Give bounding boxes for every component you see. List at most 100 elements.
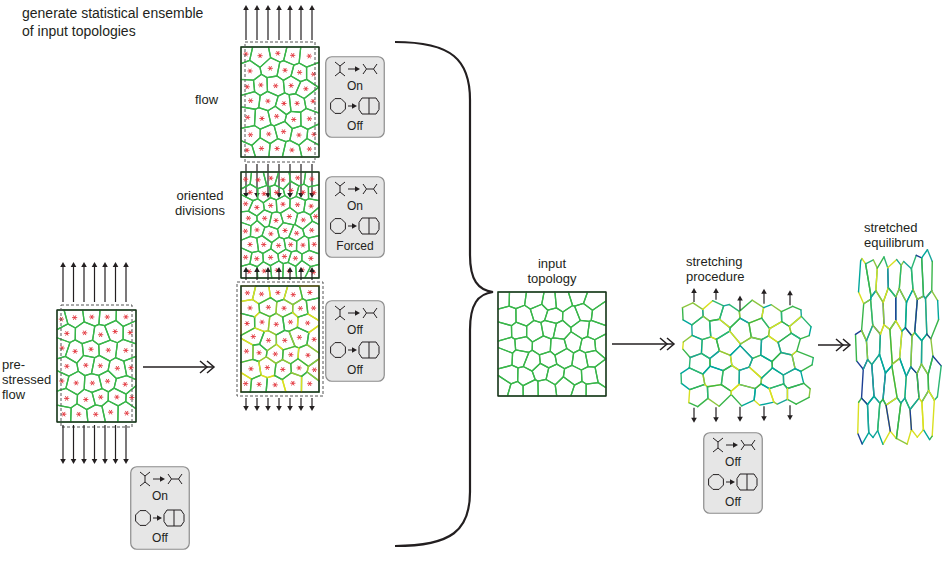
- cell-edge: [739, 367, 749, 370]
- cell-edge: [241, 236, 259, 252]
- cell-marker: [106, 315, 109, 320]
- cell-edge: [721, 385, 731, 392]
- cell-edge: [883, 288, 888, 303]
- cell-edge: [896, 403, 900, 438]
- cell-edge: [732, 365, 740, 370]
- cell-marker: [249, 306, 252, 311]
- cell-edge: [260, 344, 268, 351]
- cell-edge: [83, 310, 100, 326]
- cell-marker: [249, 133, 252, 138]
- cell-edge: [302, 250, 319, 266]
- cell-marker: [314, 214, 317, 219]
- cell-marker: [267, 99, 270, 104]
- panel-heading: pre-stressed flow: [2, 357, 55, 402]
- cell-edge: [689, 368, 703, 374]
- cell-edge: [872, 354, 880, 364]
- cell-edge: [730, 355, 731, 365]
- cell-edge: [890, 330, 892, 365]
- cell-edge: [873, 325, 881, 334]
- cell-edge: [702, 337, 711, 340]
- cell-edge: [118, 402, 136, 423]
- cell-marker: [261, 116, 264, 121]
- cell-marker: [263, 269, 266, 274]
- cell-edge: [268, 331, 276, 335]
- cell-edge: [538, 379, 557, 396]
- cell-edge: [778, 342, 781, 352]
- cell-marker: [283, 254, 286, 259]
- cell-marker: [284, 68, 287, 73]
- target-outline: [245, 42, 315, 162]
- tissue-panel: stretching procedure: [680, 292, 812, 398]
- cell-edge: [867, 404, 868, 432]
- cell-marker: [257, 178, 260, 183]
- cell-marker: [310, 228, 313, 233]
- cell-edge: [907, 290, 913, 303]
- cell-marker: [125, 348, 128, 353]
- cell-marker: [114, 329, 117, 334]
- cell-edge: [703, 366, 710, 374]
- cell-edge: [542, 292, 557, 310]
- cell-marker: [269, 66, 272, 71]
- cell-marker: [263, 216, 266, 221]
- cell-edge: [749, 367, 761, 378]
- cell-edge: [255, 312, 260, 317]
- cell-edge: [731, 394, 741, 405]
- cell-edge: [267, 76, 285, 96]
- cell-edge: [285, 330, 289, 332]
- cell-marker: [291, 148, 294, 153]
- cell-edge: [738, 370, 740, 384]
- cell-edge: [297, 327, 308, 332]
- force-arrow: [256, 398, 257, 407]
- cell-edge: [896, 321, 902, 331]
- cell-marker: [292, 381, 295, 386]
- force-arrow: [115, 266, 116, 302]
- cell-edge: [682, 308, 684, 320]
- cell-edge: [703, 374, 705, 384]
- cell-marker: [91, 381, 94, 386]
- tissue-panel: oriented divisions: [241, 172, 319, 278]
- cell-edge: [306, 301, 308, 314]
- cell-edge: [872, 365, 874, 397]
- cell-marker: [298, 335, 301, 340]
- cell-marker: [246, 291, 249, 296]
- cell-marker: [310, 228, 313, 233]
- cell-marker: [267, 338, 270, 343]
- cell-marker: [298, 133, 301, 138]
- cell-marker: [292, 117, 295, 122]
- force-arrowhead: [254, 5, 260, 10]
- cell-edge: [708, 398, 719, 406]
- cell-edge: [260, 344, 268, 351]
- cell-edge: [922, 402, 924, 430]
- cell-marker: [255, 256, 258, 261]
- switch-state: Off: [347, 322, 363, 338]
- cell-edge: [739, 311, 741, 318]
- cell-edge: [739, 311, 741, 318]
- cell-edge: [739, 384, 755, 388]
- cell-edge: [754, 389, 755, 401]
- cell-marker: [125, 315, 128, 320]
- cell-marker: [124, 382, 127, 387]
- cell-edge: [883, 431, 890, 444]
- cell-edge: [905, 302, 906, 328]
- cell-edge: [859, 292, 864, 304]
- cell-edge: [761, 355, 772, 361]
- cell-edge: [297, 348, 299, 359]
- cell-edge: [892, 358, 899, 364]
- cell-edge: [896, 321, 902, 331]
- cell-edge: [754, 389, 755, 401]
- force-arrowhead: [355, 66, 360, 72]
- cell-marker: [305, 87, 308, 92]
- cell-marker: [257, 178, 260, 183]
- cell-edge: [925, 291, 931, 298]
- cell-marker: [244, 177, 247, 182]
- force-arrowhead: [309, 406, 315, 411]
- force-arrow: [300, 271, 301, 280]
- cell-edge: [259, 361, 261, 375]
- cell-edge: [812, 358, 813, 365]
- cell-edge: [742, 400, 754, 406]
- cell-edge: [298, 359, 308, 367]
- cell-marker: [125, 348, 128, 353]
- cell-edge: [873, 325, 881, 334]
- cell-edge: [770, 322, 782, 329]
- cell-marker: [267, 338, 270, 343]
